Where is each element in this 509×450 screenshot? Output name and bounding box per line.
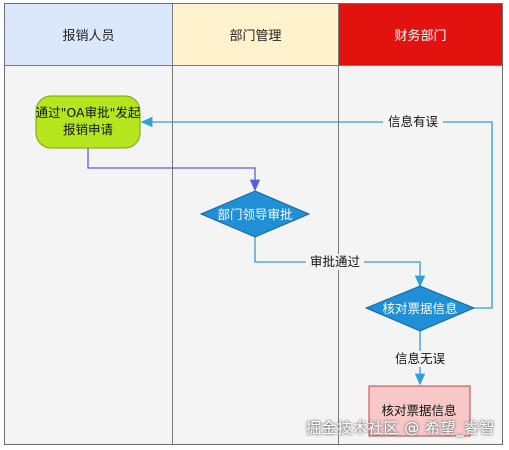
lane-header-department-management: 部门管理: [173, 4, 338, 66]
lane-reimburser: 报销人员: [5, 4, 172, 444]
approval-decision-node: [199, 190, 311, 238]
edge-label-approved: 审批通过: [310, 254, 361, 269]
lane-header-finance: 财务部门: [339, 4, 502, 66]
edge-label-bg: [306, 254, 364, 270]
approval-decision-label: 部门领导审批: [217, 207, 292, 222]
start-node: [35, 95, 141, 149]
check-result-node: [368, 385, 471, 437]
check-result-label: 核对票据信息: [381, 403, 456, 418]
lane-header-reimburser: 报销人员: [5, 4, 172, 66]
watermark: 掘金技术社区 @ 希望_睿智: [305, 419, 495, 437]
edge-label-bg: [383, 114, 443, 130]
lane-department-management: 部门管理: [172, 4, 338, 444]
swimlane-diagram: 报销人员 部门管理 财务部门: [4, 3, 503, 445]
edge-label-info-error: 信息有误: [388, 114, 439, 129]
start-node-line1: 通过"OA审批"发起: [36, 105, 141, 120]
edge-error-back-to-start: [140, 116, 493, 309]
edge-label-info-ok: 信息无误: [395, 351, 446, 366]
start-node-line2: 报销申请: [63, 122, 113, 137]
check-decision-node: [364, 285, 476, 332]
edge-label-bg: [390, 351, 450, 367]
edge-start-to-approval: [87, 148, 261, 192]
check-decision-label: 核对票据信息: [382, 301, 457, 316]
